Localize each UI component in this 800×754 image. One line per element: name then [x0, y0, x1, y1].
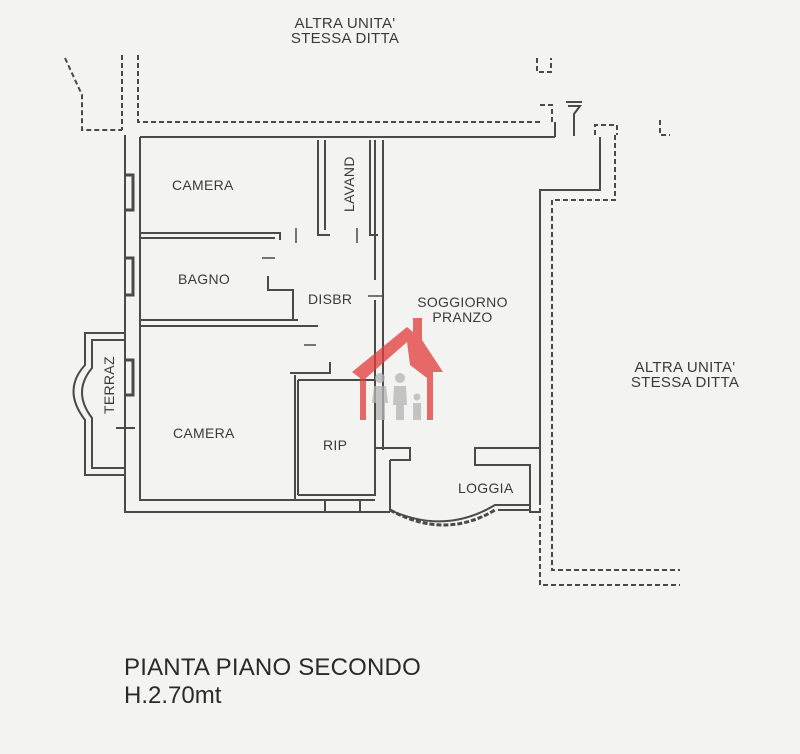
- house-family-icon: [352, 318, 443, 420]
- neighbor-label-top-line2: STESSA DITTA: [290, 30, 400, 47]
- room-label-lavand: LAVAND: [341, 156, 357, 212]
- internal-walls: [140, 140, 378, 513]
- room-label-rip: RIP: [323, 437, 348, 453]
- ceiling-height-note: H.2.70mt: [124, 682, 222, 709]
- neighbor-label-right-line1: ALTRA UNITA': [634, 359, 736, 376]
- room-label-disbr: DISBR: [308, 291, 353, 307]
- room-label-bagno: BAGNO: [178, 271, 231, 287]
- room-label-soggiorno-line1: SOGGIORNO: [417, 294, 508, 310]
- room-label-camera-2: CAMERA: [173, 425, 235, 441]
- external-walls: [124, 122, 601, 513]
- neighbor-label-top: ALTRA UNITA' STESSA DITTA: [270, 16, 420, 46]
- neighbor-boundary-top: [64, 55, 680, 586]
- room-label-loggia: LOGGIA: [458, 480, 514, 496]
- room-label-camera-1: CAMERA: [172, 177, 234, 193]
- neighbor-label-right: ALTRA UNITA' STESSA DITTA: [610, 360, 760, 390]
- windows: [125, 173, 135, 397]
- terrace-outline: [72, 332, 135, 476]
- room-label-soggiorno: SOGGIORNO PRANZO: [405, 295, 520, 325]
- room-label-soggiorno-line2: PRANZO: [432, 309, 493, 325]
- neighbor-label-right-line2: STESSA DITTA: [630, 374, 740, 391]
- neighbor-label-top-line1: ALTRA UNITA': [294, 15, 396, 32]
- pipe-symbol-icon: [566, 101, 582, 136]
- drawing-title: PIANTA PIANO SECONDO: [124, 654, 421, 681]
- door-marks: [262, 228, 382, 346]
- room-label-terraz: TERRAZ: [101, 356, 117, 414]
